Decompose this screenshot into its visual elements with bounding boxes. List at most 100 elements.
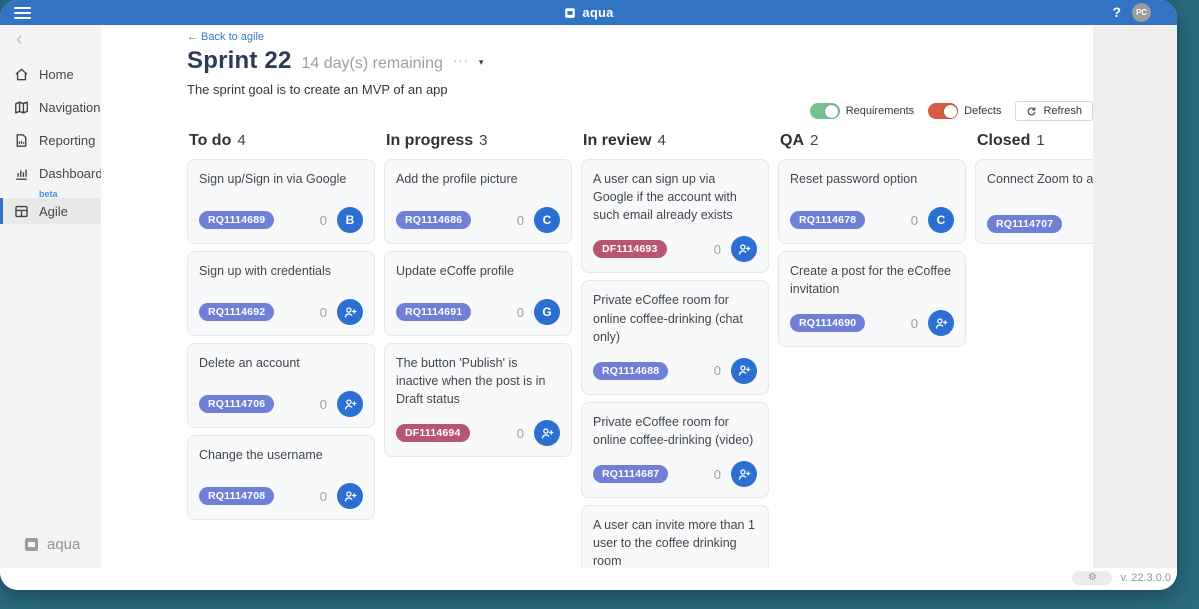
- item-id-badge[interactable]: RQ1114707: [987, 215, 1063, 233]
- item-id-badge[interactable]: RQ1114689: [199, 211, 275, 229]
- comment-count: 0: [516, 304, 524, 320]
- defects-toggle-group[interactable]: Defects: [928, 103, 1001, 119]
- item-id-badge[interactable]: RQ1114686: [396, 211, 472, 229]
- more-options-icon[interactable]: ···: [452, 53, 469, 68]
- kanban-card[interactable]: Connect Zoom to an ac RQ1114707: [975, 159, 1093, 244]
- kanban-card[interactable]: Private eCoffee room for online coffee-d…: [581, 280, 769, 395]
- back-to-agile-link[interactable]: ← Back to agile: [187, 31, 265, 43]
- comment-count: 0: [319, 396, 327, 412]
- requirements-toggle-label: Requirements: [845, 105, 915, 117]
- defects-toggle[interactable]: [928, 103, 959, 119]
- item-id-badge[interactable]: RQ1114706: [199, 395, 275, 413]
- status-bar: ⚙ v. 22.3.0.0: [0, 568, 1177, 590]
- card-title: A user can sign up via Google if the acc…: [593, 172, 737, 223]
- column-name: To do: [189, 132, 232, 149]
- kanban-card[interactable]: The button 'Publish' is inactive when th…: [384, 343, 572, 458]
- assignee-avatar[interactable]: G: [534, 299, 560, 325]
- aqua-logo-icon: [24, 537, 39, 552]
- comment-count: 0: [910, 212, 918, 228]
- board-controls: Requirements Defects Refresh: [187, 100, 1093, 122]
- defects-toggle-label: Defects: [964, 105, 1002, 117]
- version-label: v. 22.3.0.0: [1120, 572, 1171, 584]
- column-header: To do 4: [189, 132, 375, 150]
- settings-gear-button[interactable]: ⚙: [1072, 571, 1113, 585]
- assign-user-button[interactable]: [731, 236, 757, 263]
- assignee-avatar[interactable]: B: [337, 207, 363, 233]
- item-id-badge[interactable]: RQ1114690: [790, 314, 866, 333]
- assign-user-button[interactable]: [337, 391, 363, 417]
- item-id-badge[interactable]: RQ1114691: [396, 303, 472, 321]
- chevron-down-icon[interactable]: ▾: [478, 57, 484, 67]
- refresh-button[interactable]: Refresh: [1015, 101, 1093, 121]
- sidebar-footer-logo: aqua: [22, 535, 80, 554]
- card-footer: RQ1114706 0: [199, 391, 363, 417]
- sidebar-item-label: Agile: [39, 203, 68, 219]
- requirements-toggle-group[interactable]: Requirements: [809, 103, 915, 119]
- sidebar-item-label: Dashboard: [39, 165, 103, 181]
- sidebar-collapse-icon[interactable]: ‹: [16, 29, 23, 50]
- assign-user-button[interactable]: [337, 483, 363, 509]
- kanban-card[interactable]: A user can sign up via Google if the acc…: [581, 159, 769, 274]
- sidebar-item-navigation[interactable]: Navigation: [0, 96, 101, 118]
- item-id-badge[interactable]: RQ1114692: [199, 303, 275, 321]
- comment-count: 0: [319, 212, 327, 228]
- user-avatar[interactable]: PC: [1132, 3, 1151, 22]
- person-add-icon: [343, 305, 358, 320]
- item-id-badge[interactable]: DF1114694: [396, 424, 470, 443]
- board-column-in-progress: In progress 3 Add the profile picture RQ…: [384, 132, 572, 590]
- map-icon: [13, 99, 30, 116]
- item-id-badge[interactable]: RQ1114708: [199, 487, 275, 505]
- card-title: The button 'Publish' is inactive when th…: [396, 356, 546, 407]
- person-add-icon: [343, 489, 358, 504]
- kanban-board: To do 4 Sign up/Sign in via Google RQ111…: [187, 132, 1093, 590]
- assign-user-button[interactable]: [731, 461, 757, 487]
- column-name: In progress: [386, 132, 474, 149]
- card-title: Add the profile picture: [396, 172, 518, 186]
- column-count: 4: [657, 132, 666, 149]
- card-title: Private eCoffee room for online coffee-d…: [593, 414, 754, 447]
- assignee-avatar[interactable]: C: [928, 207, 954, 233]
- assign-user-button[interactable]: [534, 420, 560, 447]
- item-id-badge[interactable]: RQ1114678: [790, 211, 866, 229]
- person-add-icon: [343, 397, 358, 412]
- sidebar-item-dashboard[interactable]: Dashboard: [0, 162, 103, 184]
- person-add-icon: [737, 363, 752, 378]
- requirements-toggle[interactable]: [809, 103, 840, 119]
- main-content: ← Back to agile Sprint 22 14 day(s) rema…: [187, 25, 1093, 590]
- kanban-card[interactable]: Private eCoffee room for online coffee-d…: [581, 401, 769, 498]
- person-add-icon: [737, 242, 752, 257]
- comment-count: 0: [516, 425, 524, 441]
- card-title: Delete an account: [199, 356, 300, 370]
- assign-user-button[interactable]: [337, 299, 363, 325]
- kanban-card[interactable]: Create a post for the eCoffee invitation…: [778, 251, 966, 348]
- item-id-badge[interactable]: DF1114693: [593, 240, 667, 259]
- column-count: 4: [237, 132, 246, 149]
- sidebar-item-reporting[interactable]: Reporting: [0, 129, 101, 151]
- assign-user-button[interactable]: [928, 310, 954, 337]
- kanban-card[interactable]: Delete an account RQ1114706 0: [187, 343, 375, 428]
- assignee-avatar[interactable]: C: [534, 207, 560, 233]
- right-gutter: [1093, 25, 1177, 568]
- hamburger-menu-icon[interactable]: [14, 7, 31, 22]
- assign-user-button[interactable]: [731, 357, 757, 384]
- gear-icon: ⚙: [1087, 572, 1097, 583]
- item-id-badge[interactable]: RQ1114687: [593, 465, 669, 483]
- sidebar-item-home[interactable]: Home: [0, 63, 101, 85]
- help-button[interactable]: ?: [1112, 4, 1121, 20]
- sidebar-item-label: Navigation: [39, 99, 101, 115]
- item-id-badge[interactable]: RQ1114688: [593, 361, 669, 380]
